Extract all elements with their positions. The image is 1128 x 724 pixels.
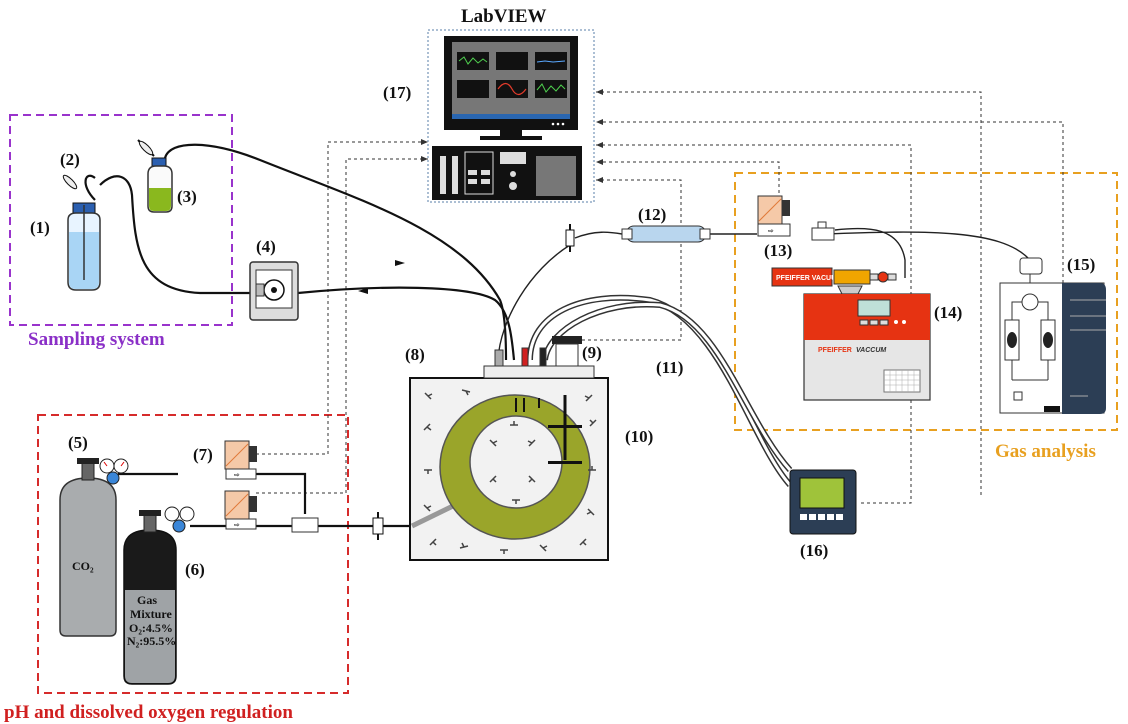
sample-bottle (67, 202, 101, 291)
label-4: (4) (256, 237, 276, 256)
label-12: (12) (638, 205, 666, 224)
mixture-line1: Gas (137, 593, 157, 607)
label-7: (7) (193, 445, 213, 464)
inlet-connector-grey (494, 349, 504, 367)
label-1: (1) (30, 218, 50, 237)
pfeiffer-mass-spectrometer: PFEIFFER VACUUM PFEIFFER VACCUM (771, 267, 931, 401)
ph-regulation-box (37, 414, 349, 694)
gas-drying-column (565, 224, 711, 252)
labview-frame (427, 29, 595, 203)
probe-sensor (552, 336, 582, 367)
label-8: (8) (405, 345, 425, 364)
label-6: (6) (185, 560, 205, 579)
mixture-line3: O₂:4.5% (129, 621, 173, 635)
label-17: (17) (383, 83, 411, 102)
svg-text:⇨: ⇨ (234, 472, 240, 479)
svg-text:⇨: ⇨ (234, 522, 240, 529)
label-2: (2) (60, 150, 80, 169)
svg-text:⇨: ⇨ (768, 228, 774, 235)
mixture-line4: N₂:95.5% (127, 634, 176, 648)
labview-title: LabVIEW (461, 6, 547, 27)
label-9: (9) (582, 343, 602, 362)
inlet-connector-black (539, 347, 547, 367)
label-3: (3) (177, 187, 197, 206)
label-14: (14) (934, 303, 962, 322)
vessel-lid (483, 365, 595, 379)
co2-label: CO₂ (72, 559, 94, 573)
gas-analysis-label: Gas analysis (995, 441, 1096, 462)
sampling-system-label: Sampling system (28, 329, 165, 350)
mass-flow-controller-gas-out: ⇨ (757, 195, 835, 241)
tee-junction (291, 517, 319, 533)
peristaltic-pump (249, 261, 299, 321)
vacuum-small-label: PFEIFFER VACUUM (776, 275, 842, 282)
mixture-line2: Mixture (130, 607, 172, 621)
label-11: (11) (656, 358, 683, 377)
label-16: (16) (800, 541, 828, 560)
gas-mixture-cylinder: Gas Mixture O₂:4.5% N₂:95.5% (123, 506, 195, 685)
label-10: (10) (625, 427, 653, 446)
label-15: (15) (1067, 255, 1095, 274)
sterile-filter-2 (62, 174, 78, 190)
waste-bottle (137, 139, 173, 213)
ph-do-meter (789, 469, 857, 535)
signal-lines (256, 89, 1064, 504)
mass-flow-controller-co2: ⇨ (224, 440, 257, 480)
sampling-system-box (9, 114, 233, 326)
tubing (84, 143, 1029, 528)
label-5: (5) (68, 433, 88, 452)
mass-flow-controller-mixture: ⇨ (224, 490, 257, 530)
gas-analysis-box (734, 172, 1118, 431)
inlet-filter (372, 512, 384, 540)
computer-monitor (444, 36, 578, 140)
gas-analyzer (999, 257, 1106, 414)
reactor-vessel (409, 377, 609, 561)
inlet-connector-red (521, 347, 529, 367)
vacuum-brand: PFEIFFER (818, 347, 852, 354)
computer-tower (432, 146, 582, 200)
ph-regulation-label: pH and dissolved oxygen regulation (4, 702, 293, 723)
vacuum-model: VACCUM (856, 347, 886, 354)
co2-cylinder: CO₂ (59, 458, 129, 637)
label-13: (13) (764, 241, 792, 260)
